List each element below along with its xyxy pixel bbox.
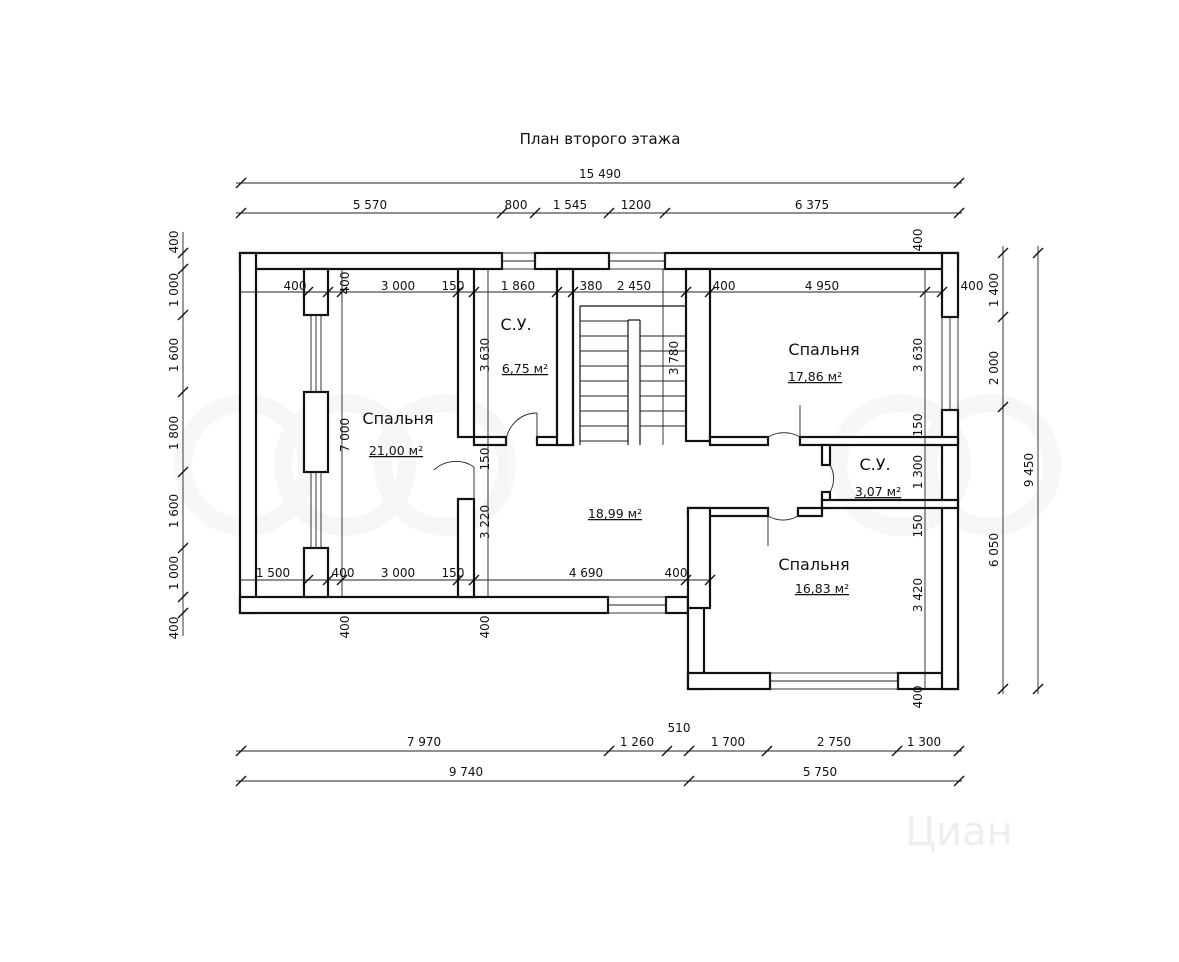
dim-bottom-1: 7 970 (407, 735, 441, 749)
right-dimensions: 9 450 1 400 2 000 6 050 (987, 246, 1044, 695)
dim-bottom-total-2: 5 750 (803, 765, 837, 779)
dim-inner-v-150a: 150 (478, 448, 492, 471)
room-name-bedroom-bottom-right: Спальня (778, 555, 849, 574)
dim-right-1: 1 400 (987, 273, 1001, 307)
dim-inner-r2-f: 400 (665, 566, 688, 580)
dim-right-3: 6 050 (987, 533, 1001, 567)
top-dimensions: 15 490 5 570 800 1 545 1200 6 375 (235, 167, 965, 219)
dim-left-7: 400 (167, 617, 181, 640)
dim-left-1: 400 (167, 231, 181, 254)
dim-inner-r2-c: 3 000 (381, 566, 415, 580)
inner-dimension-lines (240, 269, 942, 689)
dim-inner-v-150b: 150 (911, 414, 925, 437)
dim-inner-r1-g: 2 450 (617, 279, 651, 293)
dim-right-total: 9 450 (1022, 453, 1036, 487)
doors (433, 405, 834, 546)
dim-left-2: 1 000 (167, 273, 181, 307)
windows (310, 252, 959, 690)
dim-inner-v-400b: 400 (478, 616, 492, 639)
staircase (579, 305, 686, 445)
dim-top-total: 15 490 (579, 167, 621, 181)
dim-bottom-3: 510 (668, 721, 691, 735)
dim-inner-v-1300: 1 300 (911, 455, 925, 489)
left-dimensions: 400 1 000 1 600 1 800 1 600 1 000 400 (167, 231, 189, 640)
dim-left-4: 1 800 (167, 416, 181, 450)
room-area-bedroom-bottom-right: 16,83 м² (795, 581, 849, 596)
plan-title: План второго этажа (520, 130, 681, 148)
dim-bottom-total-1: 9 740 (449, 765, 483, 779)
dim-inner-r1-j: 400 (961, 279, 984, 293)
room-area-bathroom-1: 6,75 м² (502, 361, 548, 376)
dim-inner-r1-b: 400 (338, 272, 352, 295)
dim-top-3: 1 545 (553, 198, 587, 212)
dim-inner-v-400a: 400 (338, 616, 352, 639)
dim-inner-v-3420: 3 420 (911, 578, 925, 612)
dim-bottom-4: 1 700 (711, 735, 745, 749)
room-area-bedroom-left: 21,00 м² (369, 443, 423, 458)
dim-inner-r2-b: 400 (332, 566, 355, 580)
dim-top-2: 800 (505, 198, 528, 212)
dim-inner-r1-f: 380 (580, 279, 603, 293)
dim-top-1: 5 570 (353, 198, 387, 212)
dim-bottom-6: 1 300 (907, 735, 941, 749)
dim-inner-v-3630a: 3 630 (478, 338, 492, 372)
dim-inner-v-3220: 3 220 (478, 505, 492, 539)
dim-inner-r2-d: 150 (442, 566, 465, 580)
walls (238, 251, 960, 691)
dim-left-6: 1 000 (167, 556, 181, 590)
dim-left-5: 1 600 (167, 494, 181, 528)
dim-inner-v-400c: 400 (911, 686, 925, 709)
dim-right-2: 2 000 (987, 351, 1001, 385)
dim-inner-r1-k: 400 (911, 229, 925, 252)
dim-inner-r1-i: 4 950 (805, 279, 839, 293)
room-area-hall: 18,99 м² (588, 506, 642, 521)
dim-inner-r1-d: 150 (442, 279, 465, 293)
dim-inner-v-7000: 7 000 (338, 418, 352, 452)
room-name-bedroom-top-right: Спальня (788, 340, 859, 359)
room-name-bedroom-left: Спальня (362, 409, 433, 428)
dim-inner-r1-h: 400 (713, 279, 736, 293)
dim-top-4: 1200 (621, 198, 652, 212)
bottom-dimensions: 7 970 1 260 510 1 700 2 750 1 300 9 740 … (235, 721, 965, 787)
room-area-bedroom-top-right: 17,86 м² (788, 369, 842, 384)
dim-inner-v-150c: 150 (911, 515, 925, 538)
inner-dimensions: 400 400 3 000 150 1 860 380 2 450 400 4 … (256, 229, 984, 709)
dim-inner-r1-e: 1 860 (501, 279, 535, 293)
dim-inner-v-3780: 3 780 (667, 341, 681, 375)
room-area-bathroom-2: 3,07 м² (855, 484, 901, 499)
room-name-bathroom-2: С.У. (859, 455, 890, 474)
dim-inner-r1-a: 400 (284, 279, 307, 293)
dim-inner-r2-a: 1 500 (256, 566, 290, 580)
watermark-text: Циан (905, 809, 1013, 855)
dim-top-5: 6 375 (795, 198, 829, 212)
room-name-bathroom-1: С.У. (500, 315, 531, 334)
dim-inner-v-3630b: 3 630 (911, 338, 925, 372)
dim-inner-r1-c: 3 000 (381, 279, 415, 293)
dim-inner-r2-e: 4 690 (569, 566, 603, 580)
dim-left-3: 1 600 (167, 338, 181, 372)
dim-bottom-5: 2 750 (817, 735, 851, 749)
dim-bottom-2: 1 260 (620, 735, 654, 749)
